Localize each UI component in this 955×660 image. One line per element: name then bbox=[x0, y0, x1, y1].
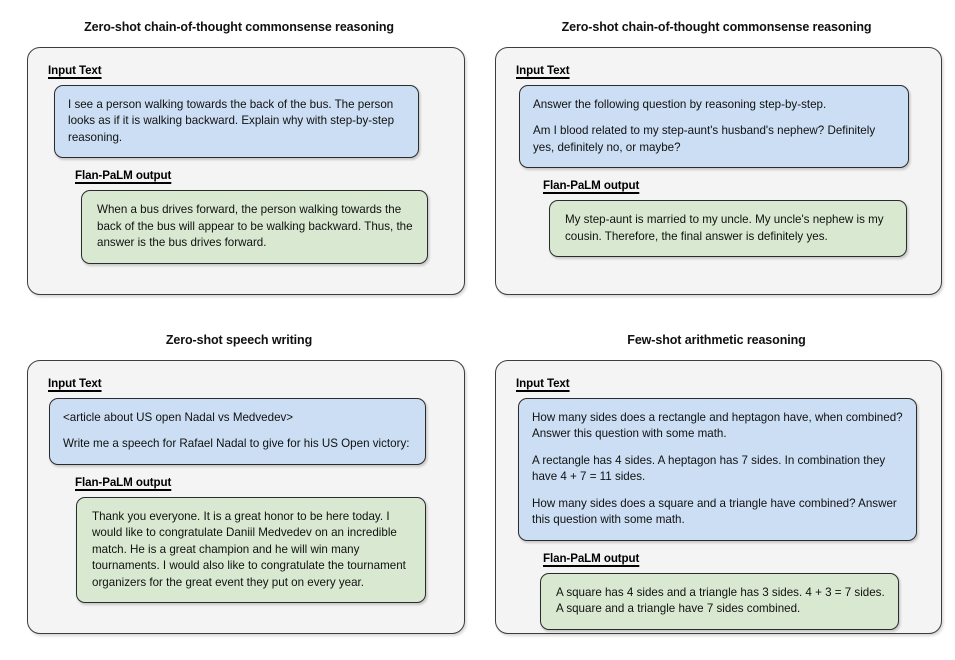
flan-palm-output-label: Flan-PaLM output bbox=[75, 169, 172, 183]
panel-cell-top-right: Zero-shot chain-of-thought commonsense r… bbox=[478, 0, 955, 320]
flan-palm-output-label: Flan-PaLM output bbox=[543, 551, 640, 565]
output-paragraph: My step-aunt is married to my uncle. My … bbox=[565, 213, 884, 243]
input-paragraph: Am I blood related to my step-aunt's hus… bbox=[533, 124, 876, 154]
input-paragraph: I see a person walking towards the back … bbox=[68, 98, 395, 144]
panel-title-bottom-left: Zero-shot speech writing bbox=[165, 333, 313, 347]
panel-cell-bottom-right: Few-shot arithmetic reasoning Input Text… bbox=[478, 320, 955, 660]
input-paragraph: A rectangle has 4 sides. A heptagon has … bbox=[532, 453, 886, 484]
panel-cell-bottom-left: Zero-shot speech writing Input Text <art… bbox=[0, 320, 478, 660]
input-text-bubble: Answer the following question by reasoni… bbox=[519, 85, 909, 169]
model-output-bubble: My step-aunt is married to my uncle. My … bbox=[549, 200, 907, 258]
input-text-label: Input Text bbox=[48, 64, 102, 77]
output-paragraph: When a bus drives forward, the person wa… bbox=[97, 203, 413, 250]
input-paragraph: Write me a speech for Rafael Nadal to gi… bbox=[63, 437, 410, 451]
output-paragraph: A square has 4 sides and a triangle has … bbox=[556, 585, 885, 616]
input-text-label: Input Text bbox=[516, 64, 570, 77]
input-paragraph: <article about US open Nadal vs Medvedev… bbox=[63, 411, 294, 424]
panel-title-top-right: Zero-shot chain-of-thought commonsense r… bbox=[561, 20, 872, 34]
example-panel-bottom-left: Input Text <article about US open Nadal … bbox=[27, 360, 465, 634]
example-panel-top-left: Input Text I see a person walking toward… bbox=[27, 47, 465, 295]
input-paragraph: How many sides does a rectangle and hept… bbox=[532, 411, 903, 441]
input-text-bubble: <article about US open Nadal vs Medvedev… bbox=[49, 398, 426, 465]
flan-palm-output-label: Flan-PaLM output bbox=[543, 179, 640, 193]
model-output-bubble: Thank you everyone. It is a great honor … bbox=[76, 496, 426, 604]
output-paragraph: Thank you everyone. It is a great honor … bbox=[92, 509, 406, 589]
input-paragraph: Answer the following question by reasoni… bbox=[533, 98, 827, 111]
input-text-bubble: I see a person walking towards the back … bbox=[54, 85, 419, 159]
panel-title-bottom-right: Few-shot arithmetic reasoning bbox=[627, 333, 806, 347]
input-paragraph: How many sides does a square and a trian… bbox=[532, 496, 897, 527]
flan-palm-output-label: Flan-PaLM output bbox=[75, 475, 172, 489]
example-panel-top-right: Input Text Answer the following question… bbox=[495, 47, 942, 295]
model-output-bubble: When a bus drives forward, the person wa… bbox=[81, 190, 428, 264]
panel-title-top-left: Zero-shot chain-of-thought commonsense r… bbox=[84, 20, 394, 34]
input-text-bubble: How many sides does a rectangle and hept… bbox=[518, 398, 917, 541]
panel-cell-top-left: Zero-shot chain-of-thought commonsense r… bbox=[0, 0, 478, 320]
example-panel-bottom-right: Input Text How many sides does a rectang… bbox=[495, 360, 942, 634]
input-text-label: Input Text bbox=[516, 377, 570, 390]
input-text-label: Input Text bbox=[48, 377, 102, 390]
model-output-bubble: A square has 4 sides and a triangle has … bbox=[540, 572, 899, 630]
